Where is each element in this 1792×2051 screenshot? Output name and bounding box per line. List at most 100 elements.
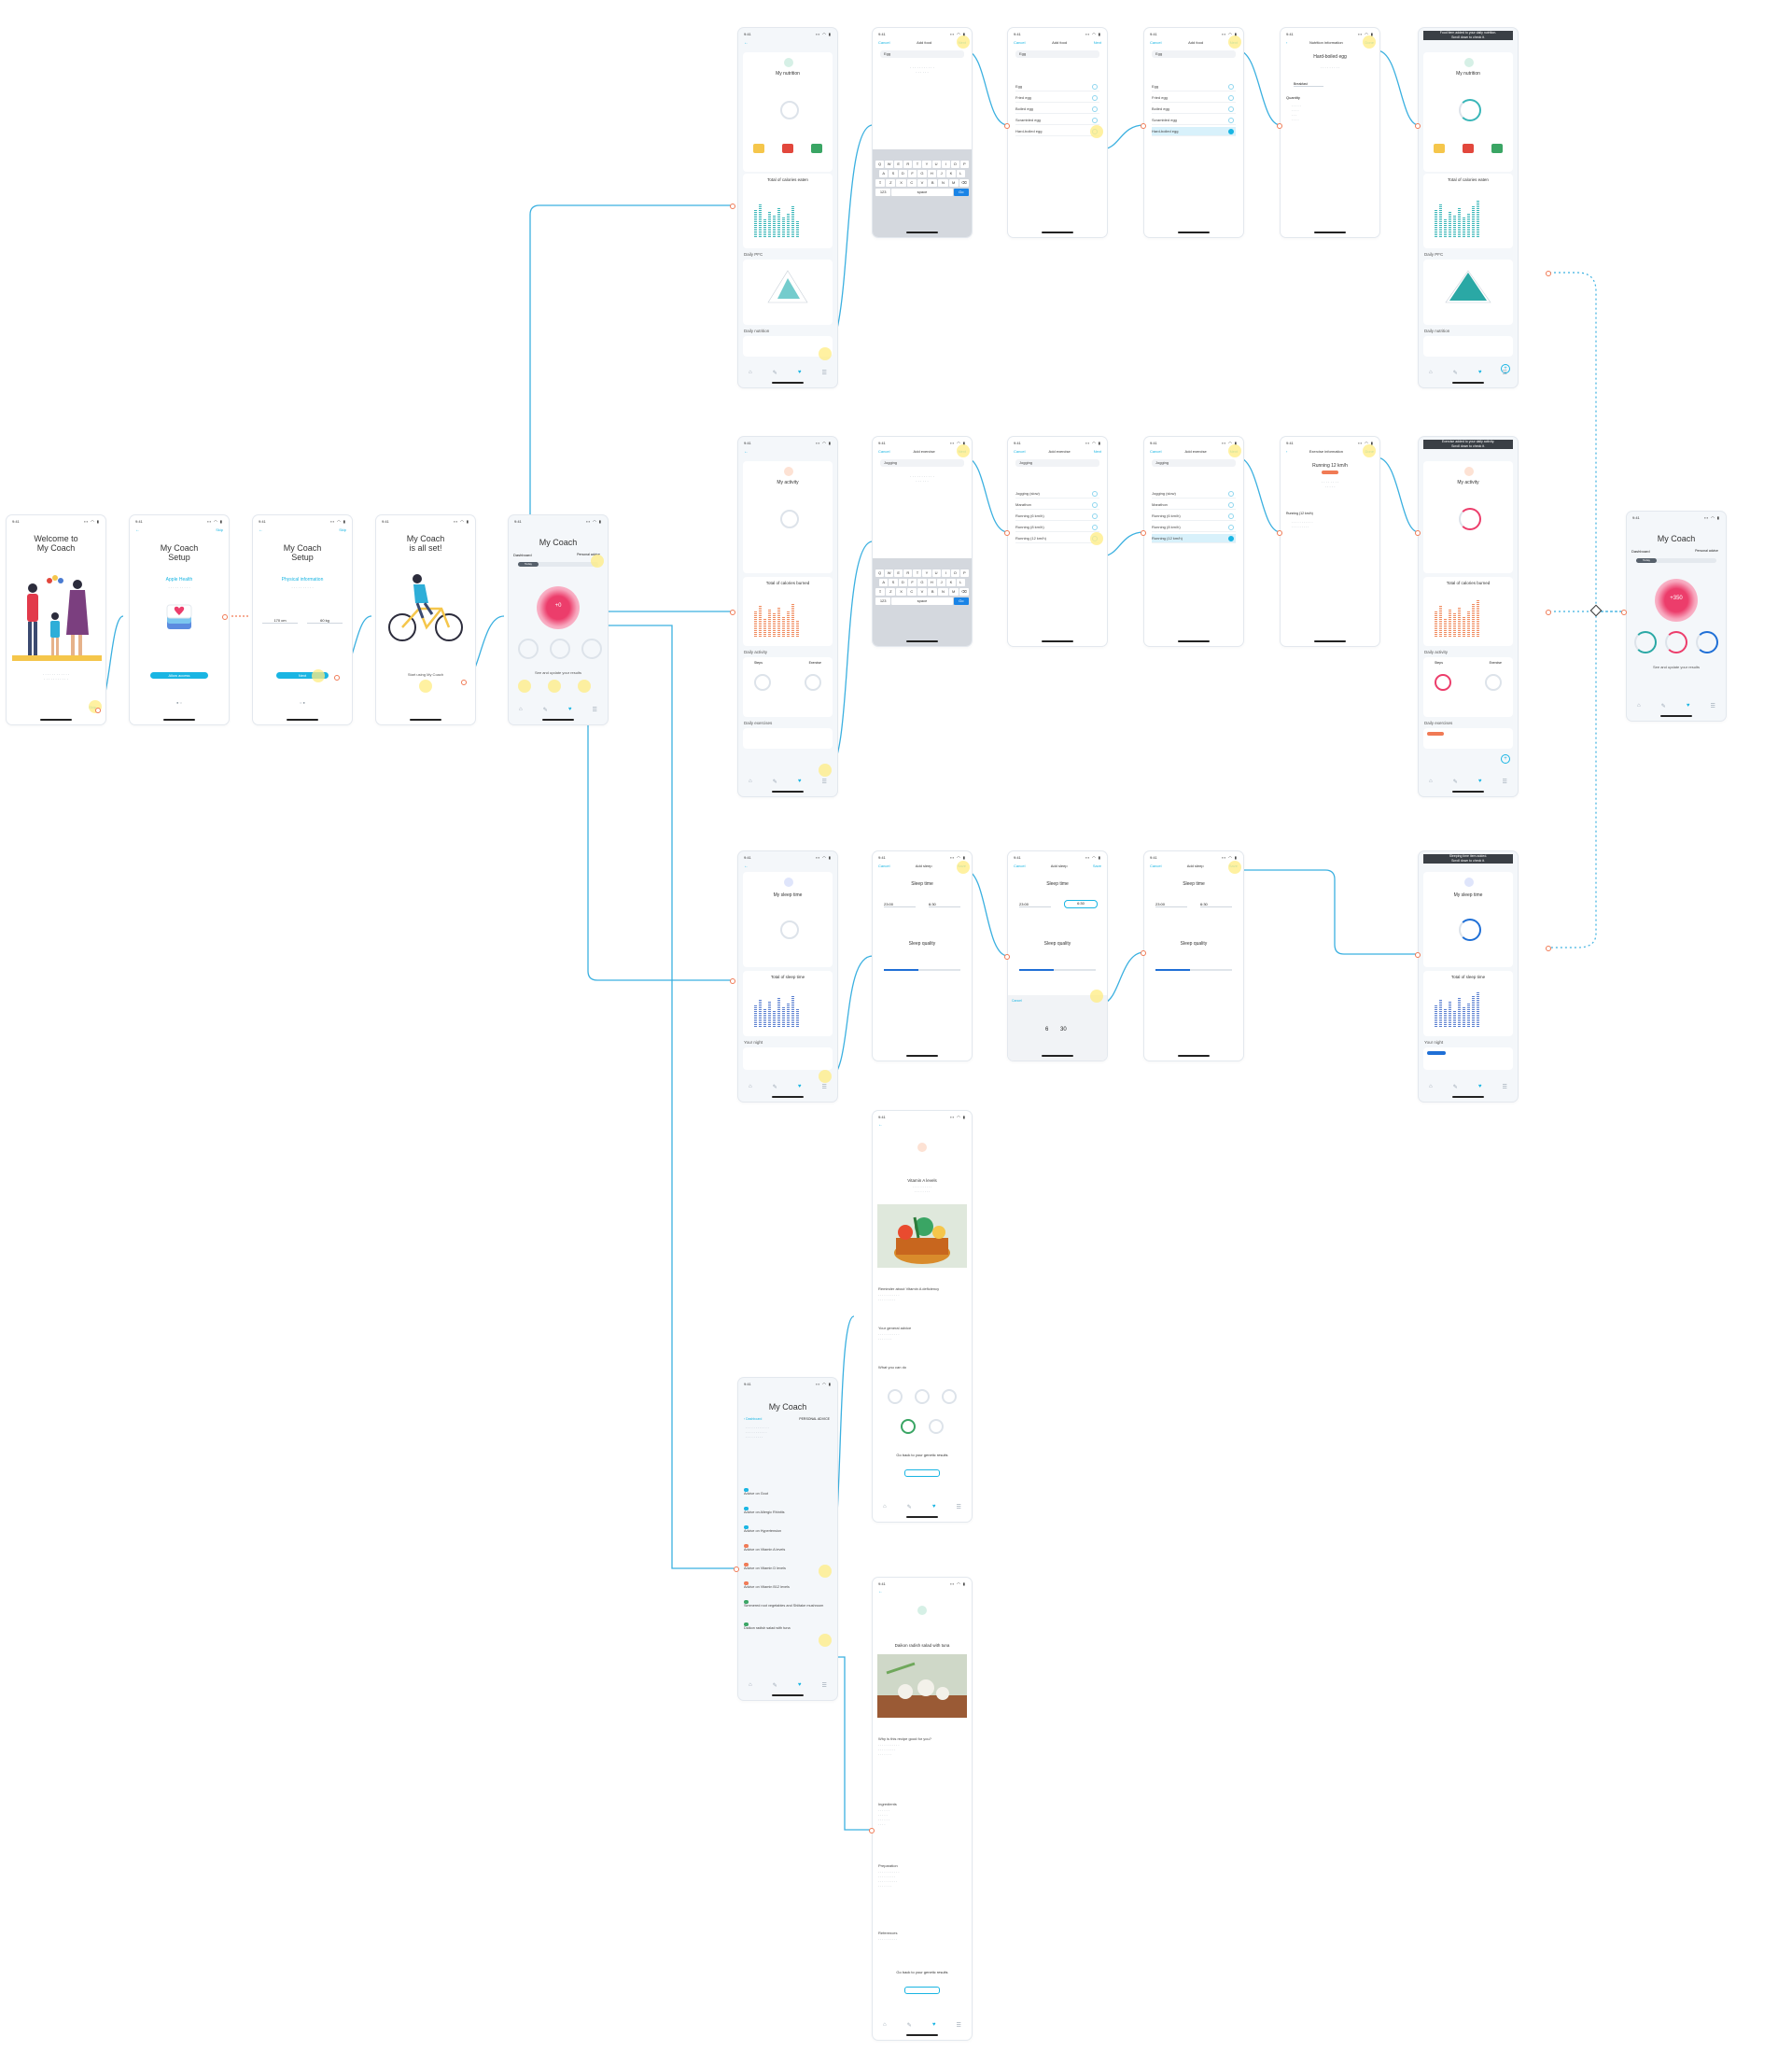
screen-activity-updated: Exercise added to your daily activity. S… <box>1419 437 1518 796</box>
sleep-time-chart <box>754 986 799 1027</box>
height-field[interactable]: 170 cm <box>262 618 298 624</box>
next-button[interactable]: Next <box>276 672 329 679</box>
add-food-title: Add food <box>917 40 932 45</box>
personal-advice-link[interactable]: Personal advice <box>577 553 600 556</box>
screen-nutrition-updated: Food item added to your daily nutrition.… <box>1419 28 1518 387</box>
grain-icon[interactable] <box>753 144 765 153</box>
advice-item[interactable]: ·Advice on Hypertension <box>744 1525 782 1533</box>
sleep-quality-slider[interactable] <box>884 969 960 971</box>
apple-health-label: Apple Health <box>165 577 193 583</box>
food-category-strip[interactable] <box>745 144 831 153</box>
go-back-button[interactable] <box>904 1987 940 1994</box>
exercise-item[interactable]: Marathon <box>1015 500 1099 510</box>
vegetable-icon[interactable] <box>810 144 822 153</box>
list-tab-icon[interactable]: ☰ <box>592 707 597 713</box>
advice-item[interactable]: ·Daikon radish salad with tuna <box>744 1623 791 1630</box>
selected-food-item[interactable]: Hard-boiled egg <box>1152 127 1236 136</box>
intensity-badge <box>1322 471 1338 474</box>
exercise-ring <box>805 674 821 691</box>
exercise-search-input[interactable]: Jogging <box>880 459 964 467</box>
exercise-item[interactable]: Running (6 km/h) <box>1015 512 1099 521</box>
vegetable-advice-icon <box>901 1419 916 1434</box>
why-heading: Why is this recipe good for you? <box>878 1736 931 1741</box>
connector-exlist-selected <box>1100 531 1145 557</box>
back-to-dashboard-link[interactable]: ‹ Dashboard <box>744 1417 763 1421</box>
back-arrow-icon[interactable]: ‹ <box>1286 40 1288 45</box>
go-back-button[interactable] <box>904 1469 940 1477</box>
screen-personal-advice: 9:41▪▪ ◠ ▮ My Coach ‹ Dashboard PERSONAL… <box>738 1378 837 1700</box>
screen-recipe: 9:41▪▪ ◠ ▮ ← Daikon radish salad with tu… <box>873 1578 972 2040</box>
weight-field[interactable]: 60 kg <box>307 618 343 624</box>
flow-port <box>1546 610 1551 615</box>
flow-port <box>1415 530 1421 536</box>
back-arrow-icon[interactable]: ← <box>744 40 749 46</box>
screen-all-set: 9:41▪▪ ◠ ▮ My Coach is all set! Start us… <box>376 515 475 724</box>
exercise-item[interactable]: Running (12 km/h) <box>1015 534 1099 543</box>
steps-ring <box>754 674 771 691</box>
flow-port <box>1415 123 1421 129</box>
exercise-item[interactable]: Running (8 km/h) <box>1015 523 1099 532</box>
dna-tab-icon[interactable]: ♥ <box>567 707 572 712</box>
food-item[interactable]: Boiled egg <box>1015 105 1099 114</box>
bedtime-field[interactable]: 23:00 <box>884 902 916 907</box>
food-item[interactable]: Egg <box>1015 82 1099 91</box>
advice-list: ·Advice on Gout ·Advice on Allergic Rhin… <box>744 1488 832 1641</box>
add-icon[interactable]: + <box>1501 364 1510 373</box>
exercise-item[interactable]: Jogging (slow) <box>1015 489 1099 499</box>
quantity-label: Quantity <box>1286 95 1300 100</box>
flow-port <box>730 204 735 209</box>
back-arrow-icon[interactable]: ← <box>259 527 263 533</box>
connector-quality-picker <box>1100 951 1145 1004</box>
screen-sleep-updated: Sleeping time item added. Scroll down to… <box>1419 851 1518 1102</box>
food-item[interactable]: Scrambled egg <box>1015 116 1099 125</box>
setup-title: My Coach Setup <box>160 543 199 562</box>
connector-info-done <box>1376 49 1420 126</box>
flow-port <box>1141 950 1146 956</box>
advice-item[interactable]: ·Advice on Vitamin D levels <box>744 1563 786 1570</box>
home-tab-icon[interactable]: ⌂ <box>519 707 523 712</box>
meal-select[interactable]: Breakfast <box>1294 82 1323 87</box>
advice-item[interactable]: ·Advice on Gout <box>744 1488 768 1496</box>
screen-vitamin-advice: 9:41▪▪ ◠ ▮ ← Vitamin A levels · · · · · … <box>873 1111 972 1522</box>
radish-salad-photo <box>877 1654 967 1718</box>
advice-item[interactable]: ·Advice on Vitamin A levels <box>744 1544 786 1552</box>
vitamin-tagline: Vitamin A levels <box>907 1178 937 1183</box>
wake-time-field[interactable]: 6:30 <box>929 902 960 907</box>
day-selector[interactable]: Today <box>518 562 598 567</box>
edit-tab-icon[interactable]: ✎ <box>542 707 548 713</box>
allow-access-button[interactable]: Allow access <box>150 672 208 679</box>
nutrition-ring[interactable] <box>518 639 539 659</box>
nutrition-title: My nutrition <box>776 71 800 77</box>
selected-exercise-item[interactable]: Running (12 km/h) <box>1152 534 1236 543</box>
sleep-ring[interactable] <box>581 639 602 659</box>
tab-bar: ⌂ ✎ ♥ ☰ <box>509 704 608 715</box>
screen-setup-physical: 9:41▪▪ ◠ ▮ ← Skip My Coach Setup Physica… <box>253 515 352 724</box>
skip-link[interactable]: Skip <box>216 527 223 532</box>
time-picker[interactable]: Cancel 6 30 <box>1008 995 1107 1061</box>
screen-dashboard-final: 9:41▪▪ ◠ ▮ My Coach Dashboard Personal a… <box>1627 512 1726 721</box>
advice-item[interactable]: ·Advice on Vitamin B12 levels <box>744 1581 790 1589</box>
activity-ring[interactable] <box>550 639 570 659</box>
flow-port <box>1277 530 1282 536</box>
add-icon[interactable]: + <box>1501 754 1510 764</box>
meat-icon[interactable] <box>781 144 793 153</box>
calories-eaten-chart <box>754 190 799 237</box>
food-item[interactable]: Fried egg <box>1015 93 1099 103</box>
connector-dashboard-sleep <box>587 611 734 981</box>
flow-port <box>734 1566 739 1572</box>
food-item[interactable]: Hard-boiled egg <box>1015 127 1099 136</box>
cancel-button[interactable]: Cancel <box>878 40 890 45</box>
food-search-input[interactable]: Egg <box>880 50 964 58</box>
back-arrow-icon[interactable]: ← <box>135 527 140 533</box>
start-label[interactable]: Start using My Coach <box>407 672 444 677</box>
skip-link[interactable]: Skip <box>339 527 346 532</box>
connector-dashboard-advice <box>601 625 747 1569</box>
connector-exinfo-done <box>1376 457 1420 533</box>
advice-item[interactable]: ·Simmered root vegetables and Shiitake m… <box>744 1600 824 1608</box>
advice-item[interactable]: ·Advice on Allergic Rhinitis <box>744 1507 785 1514</box>
